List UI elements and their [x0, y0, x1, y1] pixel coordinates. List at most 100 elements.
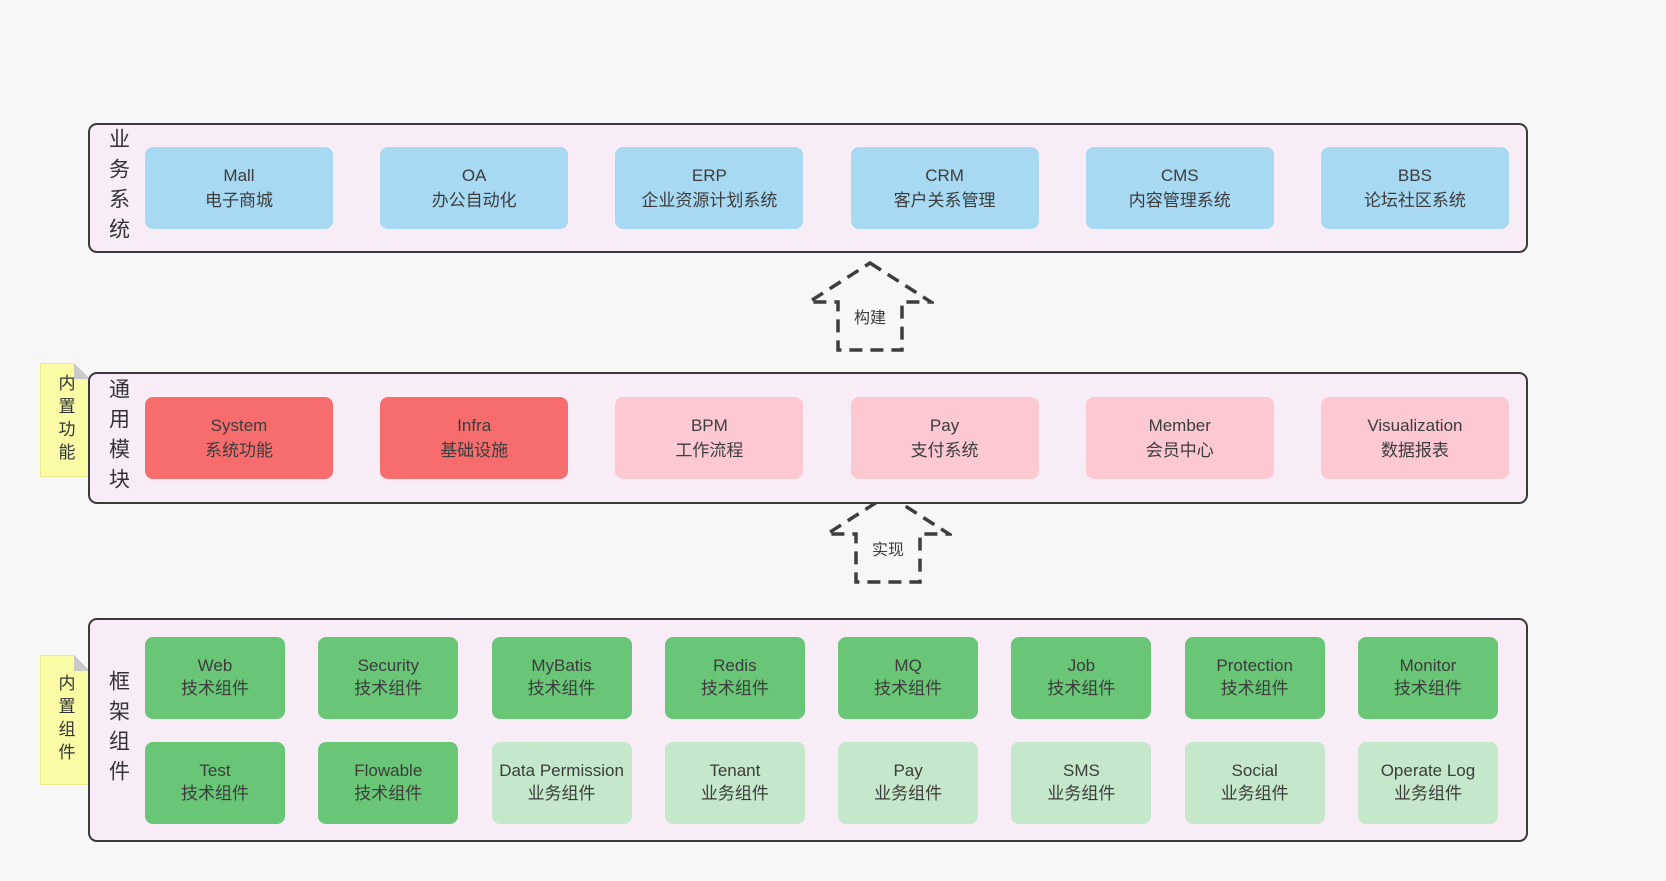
box-subtitle: 技术组件: [354, 783, 423, 803]
up-arrow-dashed-icon: [806, 260, 934, 352]
box-subtitle: 客户关系管理: [893, 191, 996, 210]
box-subtitle: 电子商城: [205, 191, 273, 210]
box-subtitle: 内容管理系统: [1128, 191, 1231, 210]
box-bpm: BPM 工作流程: [615, 397, 804, 479]
implement-arrow: 实现: [824, 492, 952, 586]
box-data-permission: Data Permission 业务组件: [491, 741, 632, 824]
box-title: Visualization: [1367, 415, 1463, 435]
box-subtitle: 业务组件: [1393, 783, 1462, 803]
framework-components-boxes: Web 技术组件 Security 技术组件 MyBatis 技术组件 Redi…: [145, 620, 1526, 840]
box-title: Test: [199, 760, 231, 780]
box-subtitle: 业务组件: [527, 783, 596, 803]
box-cms: CMS 内容管理系统: [1085, 147, 1274, 229]
box-title: CMS: [1160, 165, 1199, 185]
box-subtitle: 业务组件: [700, 783, 769, 803]
box-title: Pay: [893, 760, 923, 780]
box-infra: Infra 基础设施: [380, 397, 569, 479]
box-subtitle: 工作流程: [675, 441, 744, 460]
box-title: Flowable: [354, 760, 423, 780]
box-title: Social: [1231, 760, 1278, 780]
box-subtitle: 技术组件: [181, 783, 249, 803]
box-title: Monitor: [1399, 655, 1457, 675]
box-title: Protection: [1216, 655, 1293, 675]
up-arrow-dashed-icon: [824, 492, 952, 584]
box-bbs: BBS 论坛社区系统: [1320, 147, 1509, 229]
box-title: Tenant: [709, 760, 761, 780]
builtin-features-note: 内置功能: [40, 363, 90, 477]
box-subtitle: 会员中心: [1145, 441, 1214, 460]
business-systems-band: 业务系统 Mall 电子商城 OA 办公自动化 ERP 企业资源计划系统 CRM…: [88, 123, 1528, 253]
box-title: Operate Log: [1380, 760, 1476, 780]
box-title: Redis: [713, 655, 757, 675]
implement-arrow-label: 实现: [868, 534, 908, 562]
box-pay: Pay 支付系统: [850, 397, 1039, 479]
common-modules-band: 通用模块 System 系统功能 Infra 基础设施 BPM 工作流程 Pay…: [88, 372, 1528, 504]
box-subtitle: 数据报表: [1380, 441, 1449, 460]
box-title: CRM: [925, 165, 964, 185]
box-title: Web: [197, 655, 233, 675]
box-mybatis: MyBatis 技术组件: [491, 636, 632, 719]
box-subtitle: 论坛社区系统: [1363, 191, 1466, 210]
business-systems-label: 业务系统: [106, 128, 130, 248]
box-web: Web 技术组件: [145, 636, 285, 719]
build-arrow-label: 构建: [850, 302, 890, 330]
common-modules-label: 通用模块: [106, 378, 130, 498]
common-modules-boxes: System 系统功能 Infra 基础设施 BPM 工作流程 Pay 支付系统…: [145, 374, 1526, 502]
box-subtitle: 业务组件: [1220, 783, 1289, 803]
box-subtitle: 基础设施: [440, 441, 509, 460]
box-title: BBS: [1397, 165, 1432, 185]
box-oa: OA 办公自动化: [380, 147, 569, 229]
box-subtitle: 业务组件: [1047, 783, 1116, 803]
box-mq: MQ 技术组件: [838, 636, 979, 719]
box-subtitle: 技术组件: [874, 678, 943, 698]
box-operate-log: Operate Log 业务组件: [1357, 741, 1498, 824]
box-monitor: Monitor 技术组件: [1357, 636, 1498, 719]
box-title: MyBatis: [531, 655, 592, 675]
box-subtitle: 技术组件: [1393, 678, 1462, 698]
box-job: Job 技术组件: [1011, 636, 1152, 719]
box-title: Data Permission: [499, 760, 624, 780]
box-subtitle: 技术组件: [354, 678, 423, 698]
box-subtitle: 技术组件: [1047, 678, 1116, 698]
box-subtitle: 支付系统: [910, 441, 979, 460]
box-security: Security 技术组件: [318, 636, 459, 719]
box-protection: Protection 技术组件: [1184, 636, 1325, 719]
box-visualization: Visualization 数据报表: [1320, 397, 1509, 479]
box-subtitle: 企业资源计划系统: [641, 191, 778, 210]
box-title: Job: [1067, 655, 1096, 675]
box-title: SMS: [1062, 760, 1100, 780]
box-redis: Redis 技术组件: [664, 636, 805, 719]
box-subtitle: 技术组件: [181, 678, 249, 698]
box-social: Social 业务组件: [1184, 741, 1325, 824]
box-sms: SMS 业务组件: [1011, 741, 1152, 824]
framework-row-1: Web 技术组件 Security 技术组件 MyBatis 技术组件 Redi…: [145, 636, 1498, 719]
framework-components-label: 框架组件: [106, 670, 130, 790]
box-system: System 系统功能: [145, 397, 333, 479]
box-title: Mall: [223, 165, 255, 185]
box-member: Member 会员中心: [1085, 397, 1274, 479]
box-test: Test 技术组件: [145, 741, 285, 824]
business-systems-boxes: Mall 电子商城 OA 办公自动化 ERP 企业资源计划系统 CRM 客户关系…: [145, 125, 1526, 251]
box-subtitle: 技术组件: [1220, 678, 1289, 698]
box-subtitle: 系统功能: [205, 441, 273, 460]
box-subtitle: 技术组件: [527, 678, 596, 698]
box-mall: Mall 电子商城: [145, 147, 333, 229]
builtin-components-note: 内置组件: [40, 655, 90, 785]
box-title: MQ: [894, 655, 922, 675]
box-title: System: [210, 415, 268, 435]
box-subtitle: 技术组件: [700, 678, 769, 698]
box-title: ERP: [691, 165, 727, 185]
box-erp: ERP 企业资源计划系统: [615, 147, 804, 229]
box-title: BPM: [690, 415, 728, 435]
box-subtitle: 办公自动化: [431, 191, 517, 210]
framework-row-2: Test 技术组件 Flowable 技术组件 Data Permission …: [145, 741, 1498, 824]
box-tenant: Tenant 业务组件: [664, 741, 805, 824]
build-arrow: 构建: [806, 260, 934, 354]
box-title: Security: [357, 655, 419, 675]
box-title: Pay: [929, 415, 960, 435]
box-subtitle: 业务组件: [874, 783, 943, 803]
box-title: Infra: [457, 415, 492, 435]
box-title: OA: [461, 165, 487, 185]
box-pay-biz: Pay 业务组件: [838, 741, 979, 824]
box-flowable: Flowable 技术组件: [318, 741, 459, 824]
